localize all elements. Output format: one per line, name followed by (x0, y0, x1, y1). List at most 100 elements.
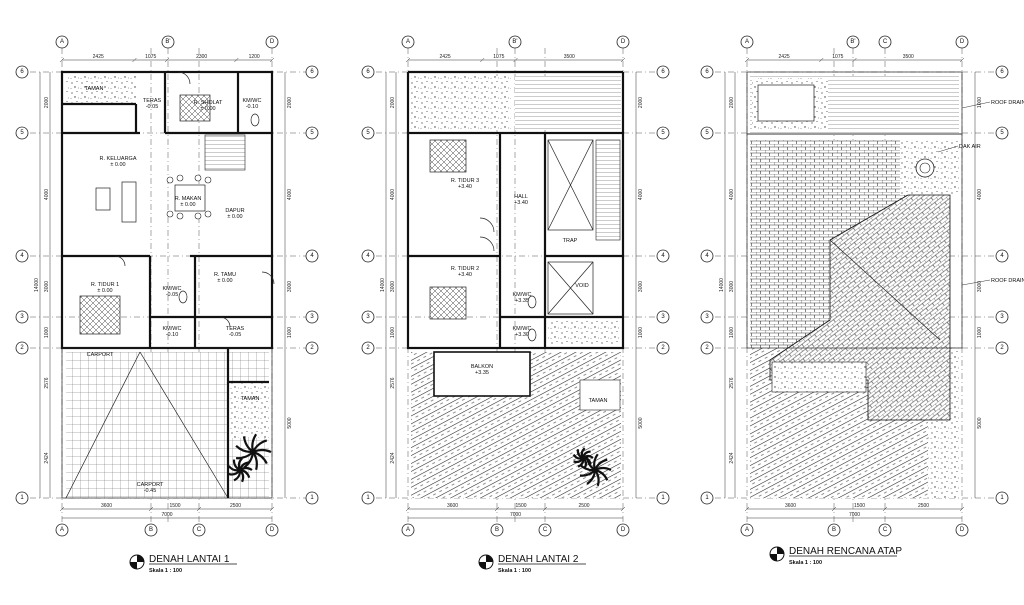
dining-chair (204, 176, 212, 184)
grid-bubble-right (305, 126, 319, 140)
room-name: HALL (514, 194, 528, 200)
dimension-text-top: 2425 (440, 54, 451, 60)
dining-chair (176, 212, 184, 220)
dimension-text-right: 5000 (638, 417, 644, 428)
grid-bubble-left (361, 65, 375, 79)
grid-bubble-right (305, 341, 319, 355)
grid-label-top: D (621, 39, 626, 45)
grid-bubble-top (616, 35, 630, 49)
room-level: ± 0.00 (200, 106, 215, 112)
dimension-text-bottom: 3600 (101, 503, 112, 509)
dimension-text-right: 4000 (977, 189, 983, 200)
toilet (178, 290, 188, 304)
dimension-text-left: 3000 (729, 281, 735, 292)
door-swing (219, 316, 231, 328)
room-name: TAMAN (85, 86, 104, 92)
dimension-text-left: 3000 (390, 281, 396, 292)
grid-label-top: C (883, 39, 888, 45)
roof-annotation: DAK AIR (959, 144, 981, 150)
grid-label-top: D (960, 39, 965, 45)
dimension-text-right: 1000 (977, 327, 983, 338)
grid-bubble-bottom (55, 523, 69, 537)
dimension-tick (831, 506, 837, 512)
door-swing (114, 255, 126, 267)
grid-bubble-bottom (144, 523, 158, 537)
palm-tree-symbol (572, 447, 594, 469)
dimension-text-bottom: 3600 (447, 503, 458, 509)
grid-bubble-right (995, 249, 1009, 263)
room-name: KM/WC (243, 98, 262, 104)
dimension-text-top: 1075 (493, 54, 504, 60)
dimension-text-top: 2425 (779, 54, 790, 60)
grid-label-top: A (745, 39, 749, 45)
grid-label-bottom: A (406, 527, 410, 533)
grid-bubble-right (656, 126, 670, 140)
dimension-text-left: 1000 (44, 327, 50, 338)
grid-label-bottom: A (745, 527, 749, 533)
room-name: DAPUR (225, 208, 244, 214)
grid-label-bottom: B (149, 527, 153, 533)
grid-label-left: 6 (366, 69, 370, 75)
door-swing (479, 236, 495, 252)
dimension-text-side-total: 14000 (34, 278, 40, 292)
dimension-text-right: 2000 (287, 97, 293, 108)
dimension-text-right: 1000 (638, 327, 644, 338)
dimension-text-bottom: 2500 (230, 503, 241, 509)
grid-label-right: 2 (1000, 345, 1004, 351)
grid-bubble-left (700, 341, 714, 355)
grid-bubble-left (15, 126, 29, 140)
garden-gravel (228, 382, 269, 438)
grid-bubble-left (15, 491, 29, 505)
stair-symbol (595, 139, 621, 241)
roof-planter (771, 361, 867, 393)
room-name: R. MAKAN (175, 196, 202, 202)
grid-label-bottom: B (495, 527, 499, 533)
room-name: KM/WC (513, 326, 532, 332)
grid-label-top: B' (850, 39, 855, 45)
dining-chair (166, 210, 174, 218)
grid-bubble-top (846, 35, 860, 49)
dimension-text-bottom: 3600 (785, 503, 796, 509)
grid-label-right: 6 (661, 69, 665, 75)
grid-bubble-left (361, 126, 375, 140)
grid-bubble-top (508, 35, 522, 49)
dimension-tick (479, 57, 485, 63)
grid-label-left: 6 (20, 69, 24, 75)
room-name: R. KELUARGA (100, 156, 137, 162)
dimension-text-right: 3000 (977, 281, 983, 292)
room-name: KM/WC (163, 286, 182, 292)
grid-bubble-left (15, 341, 29, 355)
room-name: CARPORT (87, 352, 114, 358)
grid-bubble-top (878, 35, 892, 49)
dimension-tick (59, 506, 65, 512)
upper-outline (746, 71, 963, 135)
room-level: ± 0.00 (180, 202, 195, 208)
dining-chair (166, 176, 174, 184)
grid-bubble-left (700, 249, 714, 263)
void-cross (547, 261, 594, 315)
grid-label-bottom: C (197, 527, 202, 533)
grid-bubble-right (995, 65, 1009, 79)
grid-label-bottom: D (621, 527, 626, 533)
grid-label-left: 6 (705, 69, 709, 75)
dining-chair (194, 174, 202, 182)
plan-title: DENAH LANTAI 2 (498, 554, 579, 565)
dimension-text-left: 1000 (729, 327, 735, 338)
palm-trunk (238, 468, 242, 472)
hip-ridge (829, 194, 909, 241)
grid-bubble-top (401, 35, 415, 49)
dimension-tick (882, 506, 888, 512)
grid-label-left: 4 (366, 253, 370, 259)
dimension-tick (744, 506, 750, 512)
palm-trunk (251, 450, 255, 454)
grid-bubble-top (740, 35, 754, 49)
dimension-tick (405, 57, 411, 63)
dimension-tick (164, 57, 170, 63)
grid-label-bottom: C (883, 527, 888, 533)
dimension-tick (959, 57, 965, 63)
dimension-text-side-total: 14000 (719, 278, 725, 292)
